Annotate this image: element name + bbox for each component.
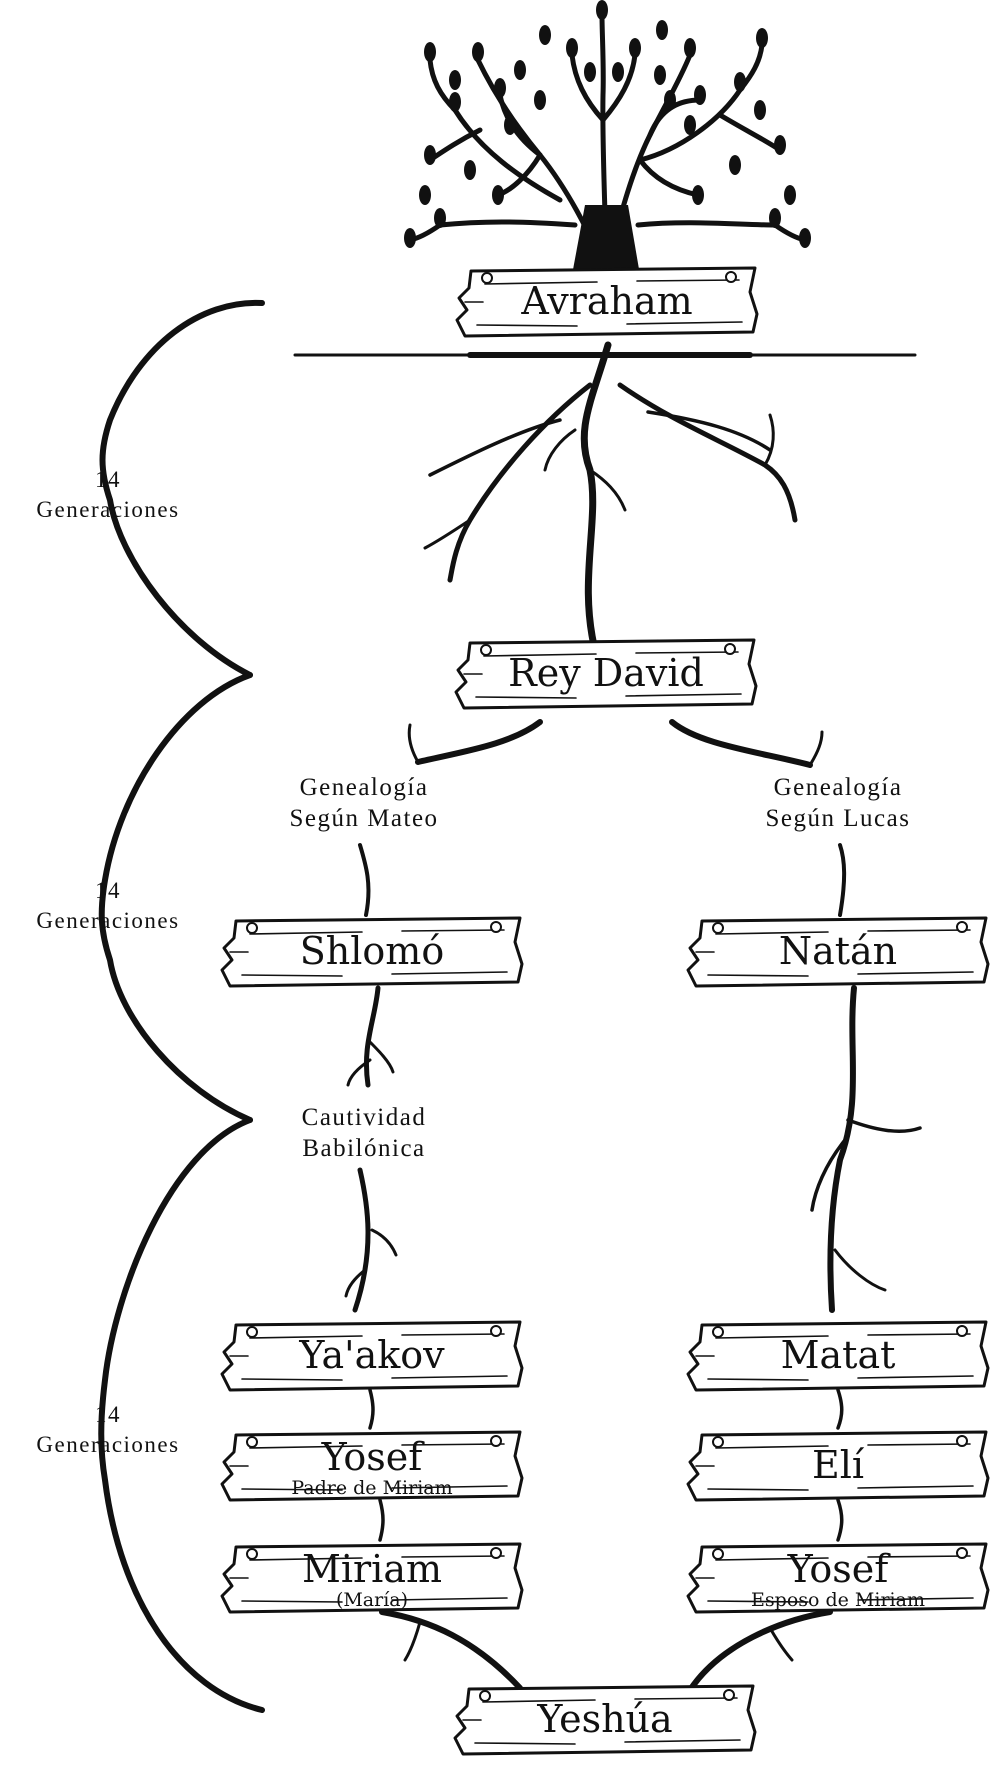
label-lucas: Genealogía Según Lucas <box>766 774 911 832</box>
generations-label: Generaciones <box>36 497 179 522</box>
plaque-name: Yosef <box>787 1547 892 1591</box>
plaque-subtitle: Padre de Miriam <box>291 1477 452 1499</box>
label-line-1: Cautividad <box>302 1104 427 1131</box>
generations-label: Generaciones <box>36 1432 179 1457</box>
plaque-shlomo: Shlomó <box>220 916 524 988</box>
generations-count: 14 <box>95 1402 121 1427</box>
plaque-yosef-esposo: Yosef Esposo de Miriam <box>686 1542 990 1614</box>
plaque-avraham: Avraham <box>455 266 759 338</box>
label-line-1: Genealogía <box>774 774 903 801</box>
plaque-matat: Matat <box>686 1320 990 1392</box>
label-line-2: Según Mateo <box>289 805 438 832</box>
plaque-name: Matat <box>781 1333 896 1377</box>
plaque-name: Miriam <box>302 1547 442 1591</box>
plaque-eli: Elí <box>686 1430 990 1502</box>
plaque-miriam: Miriam (María) <box>220 1542 524 1614</box>
plaque-yosef-padre: Yosef Padre de Miriam <box>220 1430 524 1502</box>
plaque-name: Yosef <box>321 1435 426 1479</box>
label-cautividad: Cautividad Babilónica <box>302 1104 427 1162</box>
tree-trunk <box>572 205 640 275</box>
tree-icon <box>404 0 811 275</box>
plaque-natan: Natán <box>686 916 990 988</box>
plaque-name: Avraham <box>520 279 692 323</box>
plaque-name: Ya'akov <box>298 1333 445 1377</box>
label-mateo: Genealogía Según Mateo <box>289 774 438 832</box>
plaque-yeshua: Yeshúa <box>453 1684 757 1756</box>
plaque-name: Elí <box>812 1443 865 1487</box>
generations-count: 14 <box>95 878 121 903</box>
branch-connectors <box>344 719 922 1693</box>
plaque-name: Rey David <box>508 651 704 695</box>
tree-leaves <box>404 0 811 248</box>
generations-count: 14 <box>95 467 121 492</box>
generations-2: 14 Generaciones <box>36 878 179 933</box>
plaque-subtitle: Esposo de Miriam <box>751 1589 925 1611</box>
generations-1: 14 Generaciones <box>36 467 179 522</box>
label-line-1: Genealogía <box>300 774 429 801</box>
generations-label: Generaciones <box>36 908 179 933</box>
plaque-rey-david: Rey David <box>454 638 758 710</box>
generation-brackets <box>98 299 265 1713</box>
label-line-2: Babilónica <box>302 1135 425 1162</box>
plaque-name: Yeshúa <box>536 1697 672 1741</box>
plaque-yaakov: Ya'akov <box>220 1320 524 1392</box>
generations-3: 14 Generaciones <box>36 1402 179 1457</box>
label-line-2: Según Lucas <box>766 805 911 832</box>
plaque-subtitle: (María) <box>336 1589 408 1611</box>
plaque-name: Natán <box>779 929 897 973</box>
tree-roots <box>423 341 798 654</box>
plaque-name: Shlomó <box>300 929 444 973</box>
